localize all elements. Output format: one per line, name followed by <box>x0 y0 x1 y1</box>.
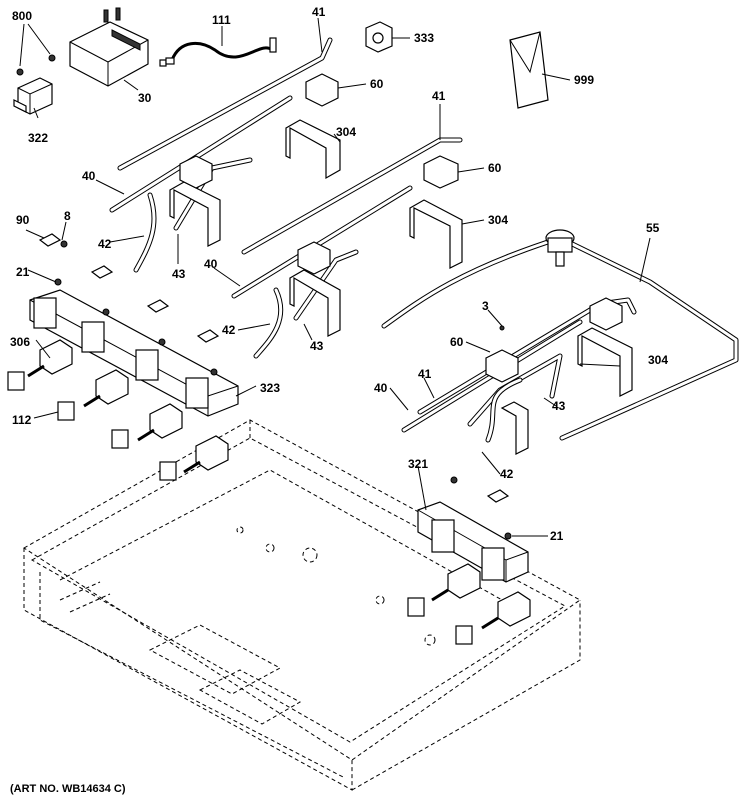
callout-42-left: 42 <box>98 237 112 251</box>
callout-42-right: 42 <box>500 467 514 481</box>
callout-21-left: 21 <box>16 265 30 279</box>
callout-43-left: 43 <box>172 267 186 281</box>
callout-800: 800 <box>12 9 32 23</box>
screws-800 <box>16 54 56 76</box>
wire-harness-111 <box>165 37 277 65</box>
callout-60-mid: 60 <box>488 161 502 175</box>
callout-40-right: 40 <box>374 381 388 395</box>
brackets-304 <box>169 119 633 455</box>
regulator-55 <box>545 229 575 267</box>
callout-42-mid: 42 <box>222 323 236 337</box>
callout-labels: 800 322 30 111 41 333 60 999 304 41 60 4… <box>10 5 668 543</box>
callout-40-left: 40 <box>82 169 96 183</box>
left-burner-valve-assembly <box>7 289 239 481</box>
callout-333: 333 <box>414 31 434 45</box>
callout-306: 306 <box>10 335 30 349</box>
regulator-333 <box>365 21 393 53</box>
cooktop-chassis <box>23 419 581 791</box>
art-number: (ART NO. WB14634 C) <box>10 783 126 795</box>
valve-blocks-60 <box>179 73 623 383</box>
callout-321: 321 <box>408 457 428 471</box>
callout-60-right: 60 <box>450 335 464 349</box>
callout-30: 30 <box>138 91 152 105</box>
callout-41-top: 41 <box>312 5 326 19</box>
callout-90: 90 <box>16 213 30 227</box>
callout-41-right: 41 <box>418 367 432 381</box>
callout-21-right: 21 <box>550 529 564 543</box>
right-burner-valve-assembly <box>407 501 531 645</box>
literature-999 <box>509 31 549 109</box>
transformer-322 <box>13 77 53 115</box>
callout-43-mid: 43 <box>310 339 324 353</box>
callout-40-mid: 40 <box>204 257 218 271</box>
callout-322: 322 <box>28 131 48 145</box>
leader-lines <box>19 17 651 537</box>
spark-module-30 <box>69 7 167 87</box>
clips-and-screws <box>38 233 512 540</box>
callout-3: 3 <box>482 299 489 313</box>
callout-304-mid: 304 <box>488 213 508 227</box>
callout-111: 111 <box>212 13 231 27</box>
callout-999: 999 <box>574 73 594 87</box>
callout-323: 323 <box>260 381 280 395</box>
callout-55: 55 <box>646 221 660 235</box>
callout-60-top: 60 <box>370 77 384 91</box>
callout-41-mid: 41 <box>432 89 446 103</box>
callout-304-top: 304 <box>336 125 356 139</box>
callout-112: 112 <box>12 413 32 427</box>
callout-304-right: 304 <box>648 353 668 367</box>
callout-8: 8 <box>64 209 71 223</box>
callout-43-right: 43 <box>552 399 566 413</box>
